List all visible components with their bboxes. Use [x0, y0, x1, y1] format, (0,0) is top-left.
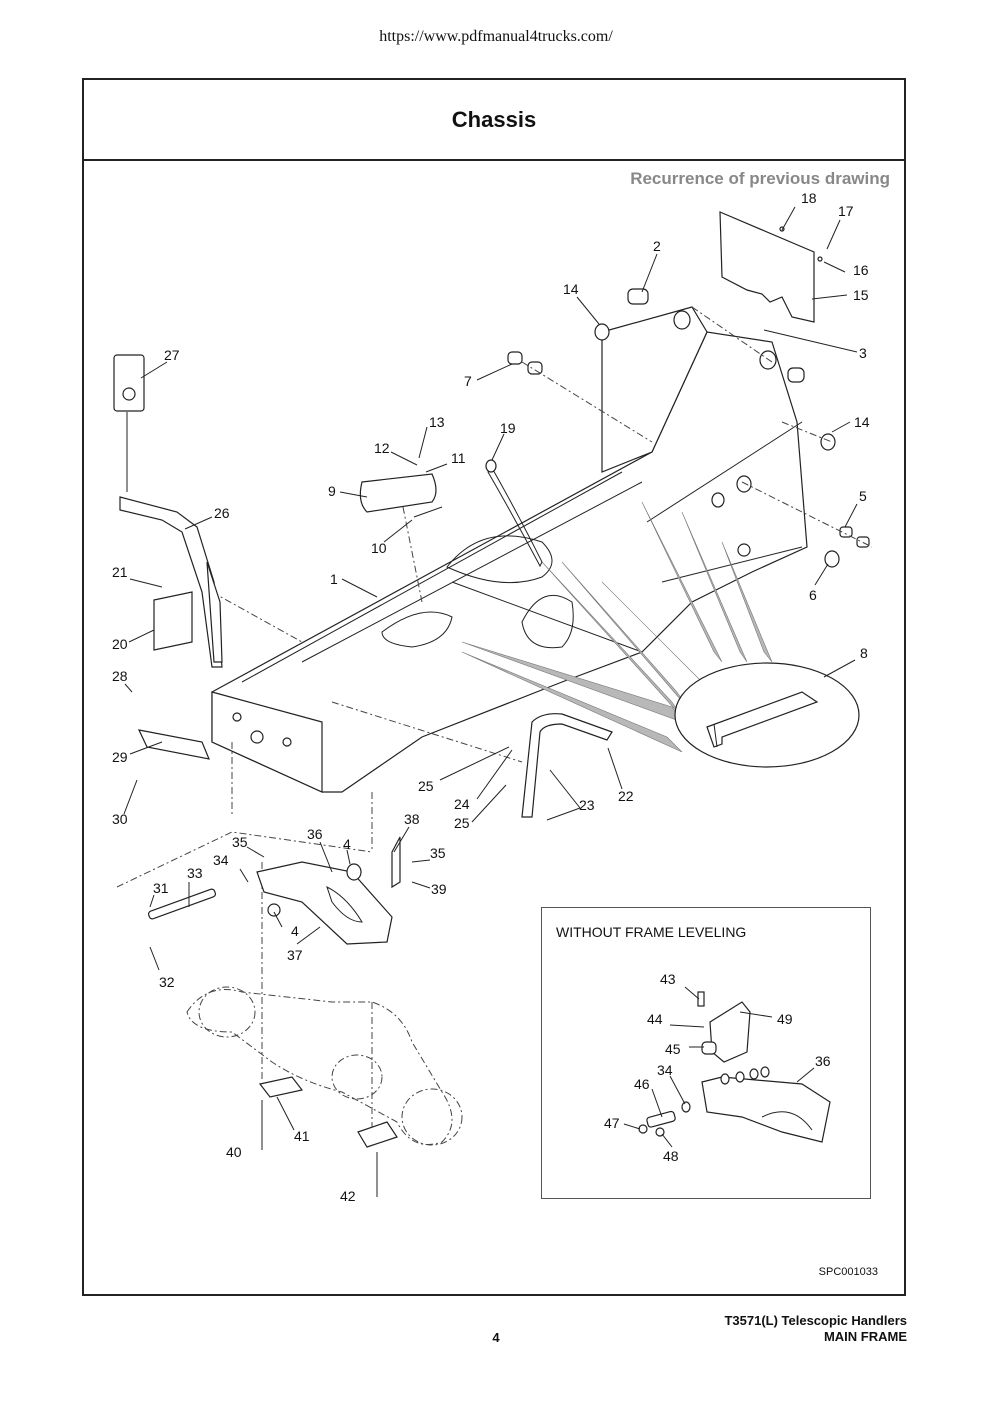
- callout-17: 17: [838, 203, 854, 219]
- centerlines: [116, 306, 873, 1142]
- callout-32: 32: [159, 974, 175, 990]
- callout-9: 9: [328, 483, 336, 499]
- callout-44: 44: [647, 1011, 663, 1027]
- page-number: 4: [492, 1330, 500, 1345]
- callout-37: 37: [287, 947, 303, 963]
- callout-19: 19: [500, 420, 516, 436]
- callout-20: 20: [112, 636, 128, 652]
- mounting-parts-left: [113, 354, 223, 668]
- callout-48: 48: [663, 1148, 679, 1164]
- callout-11: 11: [451, 450, 466, 466]
- callout-26: 26: [214, 505, 230, 521]
- title-box: Chassis: [84, 80, 904, 161]
- callout-3: 3: [859, 345, 867, 361]
- callout-7: 7: [464, 373, 472, 389]
- callout-36: 36: [307, 826, 323, 842]
- source-url: https://www.pdfmanual4trucks.com/: [379, 28, 613, 45]
- callout-45: 45: [665, 1041, 681, 1057]
- footer-info: T3571(L) Telescopic Handlers MAIN FRAME: [724, 1313, 907, 1345]
- footer-model: T3571(L) Telescopic Handlers: [724, 1313, 907, 1328]
- callout-14: 14: [854, 414, 870, 430]
- callout-15: 15: [853, 287, 869, 303]
- callout-25: 25: [454, 815, 470, 831]
- callout-12: 12: [374, 440, 390, 456]
- callout-24: 24: [454, 796, 470, 812]
- callout-28: 28: [112, 668, 128, 684]
- callout-39: 39: [431, 881, 447, 897]
- drawing-code: SPC001033: [818, 1266, 878, 1278]
- leader-lines: [123, 206, 858, 1131]
- hose-19: [487, 467, 543, 568]
- cover-9: [359, 473, 437, 513]
- callout-41: 41: [294, 1128, 310, 1144]
- callout-1: 1: [330, 571, 338, 587]
- callout-13: 13: [429, 414, 445, 430]
- handle-22: [521, 713, 613, 818]
- axle-assembly: [186, 986, 463, 1197]
- callout-4: 4: [291, 923, 299, 939]
- callout-35: 35: [430, 845, 446, 861]
- callout-38: 38: [404, 811, 420, 827]
- bracket-29: [137, 729, 210, 760]
- callout-21: 21: [112, 564, 128, 580]
- recurrence-note: Recurrence of previous drawing: [630, 169, 890, 188]
- main-frame: [211, 306, 808, 793]
- callout-36: 36: [815, 1053, 831, 1069]
- callout-34: 34: [213, 852, 229, 868]
- callout-34: 34: [657, 1062, 673, 1078]
- callout-2: 2: [653, 238, 661, 254]
- callout-23: 23: [579, 797, 595, 813]
- callout-31: 31: [153, 880, 169, 896]
- callout-29: 29: [112, 749, 128, 765]
- chassis-exploded-drawing: 1 2 3 4 4 5 6 7 8 9 10 11 12 13 14 14 15…: [112, 190, 873, 1204]
- callout-40: 40: [226, 1144, 242, 1160]
- inset-drawing: [623, 986, 831, 1148]
- inset-box: WITHOUT FRAME LEVELING: [541, 907, 871, 1199]
- callout-14: 14: [563, 281, 579, 297]
- callout-47: 47: [604, 1115, 620, 1131]
- callout-42: 42: [340, 1188, 356, 1204]
- drawing-frame: Chassis Recurrence of previous drawing: [82, 78, 906, 1296]
- callout-4: 4: [343, 836, 351, 852]
- plate-15: [719, 211, 823, 323]
- page-title: Chassis: [451, 106, 537, 132]
- bushings: [507, 288, 870, 568]
- callout-25: 25: [418, 778, 434, 794]
- axle-support-36: [147, 836, 401, 945]
- callout-5: 5: [859, 488, 867, 504]
- callout-27: 27: [164, 347, 180, 363]
- callout-43: 43: [660, 971, 676, 987]
- wear-pad-detail: [461, 501, 860, 768]
- callout-6: 6: [809, 587, 817, 603]
- callout-numbers: 1 2 3 4 4 5 6 7 8 9 10 11 12 13 14 14 15…: [112, 190, 870, 1204]
- callout-46: 46: [634, 1076, 650, 1092]
- callout-22: 22: [618, 788, 634, 804]
- inset-title: WITHOUT FRAME LEVELING: [556, 924, 747, 940]
- callout-10: 10: [371, 540, 387, 556]
- footer-section: MAIN FRAME: [823, 1329, 907, 1344]
- callout-16: 16: [853, 262, 869, 278]
- callout-35: 35: [232, 834, 248, 850]
- callout-8: 8: [860, 645, 868, 661]
- callout-33: 33: [187, 865, 203, 881]
- callout-18: 18: [801, 190, 817, 206]
- callout-49: 49: [777, 1011, 793, 1027]
- callout-30: 30: [112, 811, 128, 827]
